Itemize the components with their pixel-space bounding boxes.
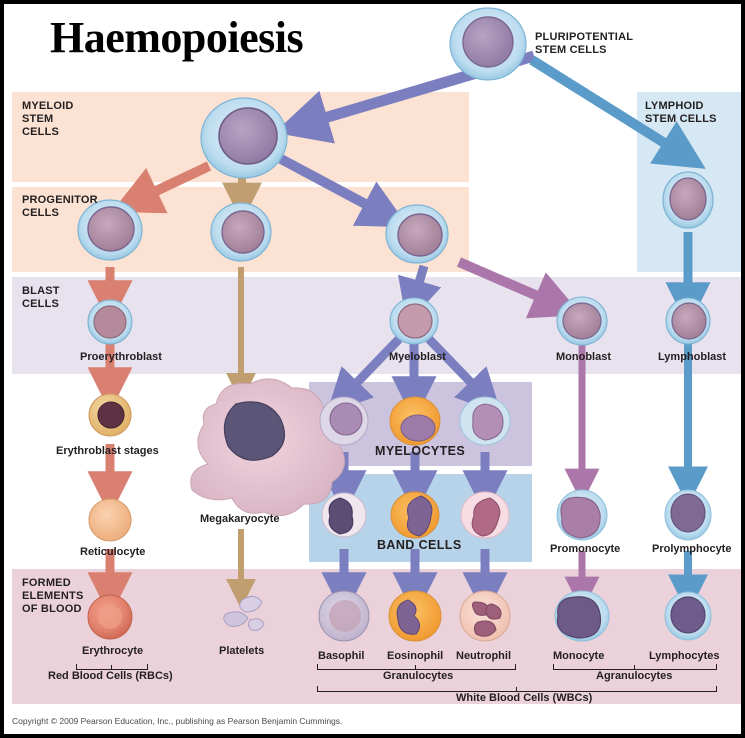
band-label-blast: BLAST CELLS (22, 285, 60, 310)
label-lymphocytes: Lymphocytes (649, 650, 720, 662)
band-label-myeloid: MYELOID STEM CELLS (22, 100, 74, 138)
box-title-myelocytes: MYELOCYTES (375, 444, 466, 458)
label-neutrophil: Neutrophil (456, 650, 511, 662)
group-label-granulocytes: Granulocytes (383, 670, 454, 682)
bracket-granulocytes (317, 664, 516, 670)
label-platelets: Platelets (219, 645, 265, 657)
cell-erythroblast-stages (88, 393, 132, 437)
bracket-tick-rbc (111, 665, 112, 669)
label-erythroblast-stages: Erythroblast stages (56, 445, 159, 457)
copyright-notice: Copyright © 2009 Pearson Education, Inc.… (12, 716, 343, 726)
box-label-lymphoid: LYMPHOID STEM CELLS (645, 100, 717, 125)
bracket-tick-wbc (516, 687, 517, 691)
group-label-agranulocytes: Agranulocytes (596, 670, 673, 682)
bracket-rbc (76, 664, 148, 670)
box-title-band-cells: BAND CELLS (377, 538, 462, 552)
page-title: Haemopoiesis (50, 13, 304, 62)
bracket-wbc (317, 686, 717, 692)
cell-prolymphocyte (664, 489, 712, 541)
figure-canvas: Haemopoiesis MYELOID STEM CELLS PROGENIT… (4, 4, 741, 734)
band-formed-elements (12, 569, 741, 704)
label-erythrocyte: Erythrocyte (82, 645, 144, 657)
bracket-tick-granulocytes (415, 665, 416, 669)
band-label-progenitor: PROGENITOR CELLS (22, 194, 98, 219)
cell-pluripotential-stem (449, 7, 527, 81)
cell-reticulocyte (88, 498, 132, 542)
band-myeloid-stem-cells (12, 92, 469, 182)
group-label-rbc: Red Blood Cells (RBCs) (48, 670, 173, 682)
group-label-wbc: White Blood Cells (WBCs) (456, 692, 593, 704)
cell-promonocyte (556, 489, 608, 541)
label-pluripotential-stem-cells: PLURIPOTENTIAL STEM CELLS (535, 31, 634, 56)
label-proerythroblast: Proerythroblast (80, 351, 162, 363)
bracket-agranulocytes (553, 664, 717, 670)
label-lymphoblast: Lymphoblast (658, 351, 727, 363)
label-prolymphocyte: Prolymphocyte (652, 543, 732, 555)
label-reticulocyte: Reticulocyte (80, 546, 146, 558)
label-myeloblast: Myeloblast (389, 351, 446, 363)
label-megakaryocyte: Megakaryocyte (200, 513, 280, 525)
band-label-formed-elements: FORMED ELEMENTS OF BLOOD (22, 577, 84, 615)
label-monocyte: Monocyte (553, 650, 605, 662)
label-monoblast: Monoblast (556, 351, 611, 363)
label-eosinophil: Eosinophil (387, 650, 444, 662)
label-promonocyte: Promonocyte (550, 543, 621, 555)
bracket-tick-agranulocytes (634, 665, 635, 669)
label-basophil: Basophil (318, 650, 365, 662)
